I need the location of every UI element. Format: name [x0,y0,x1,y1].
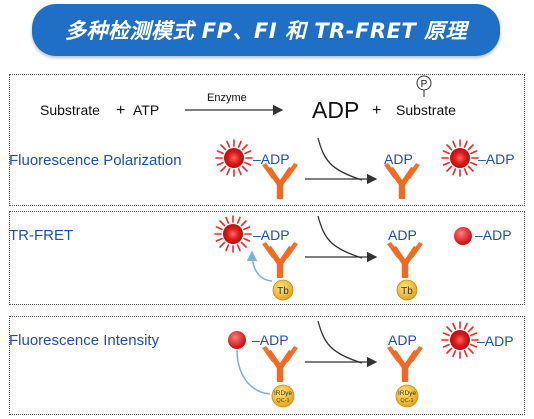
product-substrate-label: Substrate [396,102,456,118]
svg-text:Tb: Tb [401,286,413,297]
antibody-icon [262,163,298,199]
fi-center-adp: ADP [388,332,417,348]
atp-label: ATP [133,102,159,118]
tracer-dot-icon [454,227,472,245]
trfret-right-adp: –ADP [475,227,512,243]
quencher-icon: IRDye QC-1 [271,384,295,408]
starburst-tracer-icon [214,215,252,253]
fp-center-adp: ADP [384,151,413,167]
displacement-curve [317,137,363,181]
svg-text:QC-1: QC-1 [400,398,413,404]
antibody-icon [384,163,420,199]
antibody-icon [387,242,423,278]
starburst-tracer-icon [441,321,479,359]
displacement-curve [317,320,363,364]
substrate-label: Substrate [40,102,100,118]
svg-text:Tb: Tb [277,286,289,297]
svg-text:IRDye: IRDye [398,390,416,397]
quench-link [236,349,271,395]
fi-panel [9,316,525,415]
title-banner: 多种检测模式 FP、FI 和 TR-FRET 原理 [32,4,500,56]
tb-donor-icon: Tb [396,279,418,301]
enzyme-label: Enzyme [207,92,247,104]
reaction-panel [9,74,525,206]
plus-sign: + [116,102,125,119]
trfret-left-adp: –ADP [253,227,290,243]
fi-right-adp: –ADP [477,333,514,349]
trfret-center-adp: ADP [388,227,417,243]
plus-sign: + [372,102,381,119]
tb-donor-icon: Tb [272,279,294,301]
page-title: 多种检测模式 FP、FI 和 TR-FRET 原理 [64,19,468,43]
fp-right-adp: –ADP [478,151,515,167]
quencher-icon: IRDye QC-1 [395,384,419,408]
antibody-icon [387,346,423,382]
displacement-curve [317,215,363,259]
starburst-tracer-icon [441,139,479,177]
fi-label: Fluorescence Intensity [9,332,160,349]
trfret-label: TR-FRET [9,227,73,244]
antibody-icon [262,242,298,278]
svg-text:P: P [421,79,428,90]
energy-transfer-arrow [246,250,273,282]
phosphate-icon: P [416,75,432,97]
svg-text:IRDye: IRDye [274,390,292,397]
fp-left-adp: –ADP [253,151,290,167]
trfret-panel [9,211,525,305]
starburst-tracer-icon [215,139,253,177]
antibody-icon [262,346,298,382]
svg-text:QC-1: QC-1 [276,398,289,404]
fi-left-adp: –ADP [252,332,289,348]
adp-label: ADP [312,97,359,123]
fp-label: Fluorescence Polarization [9,152,182,169]
tracer-dot-icon [228,331,246,349]
